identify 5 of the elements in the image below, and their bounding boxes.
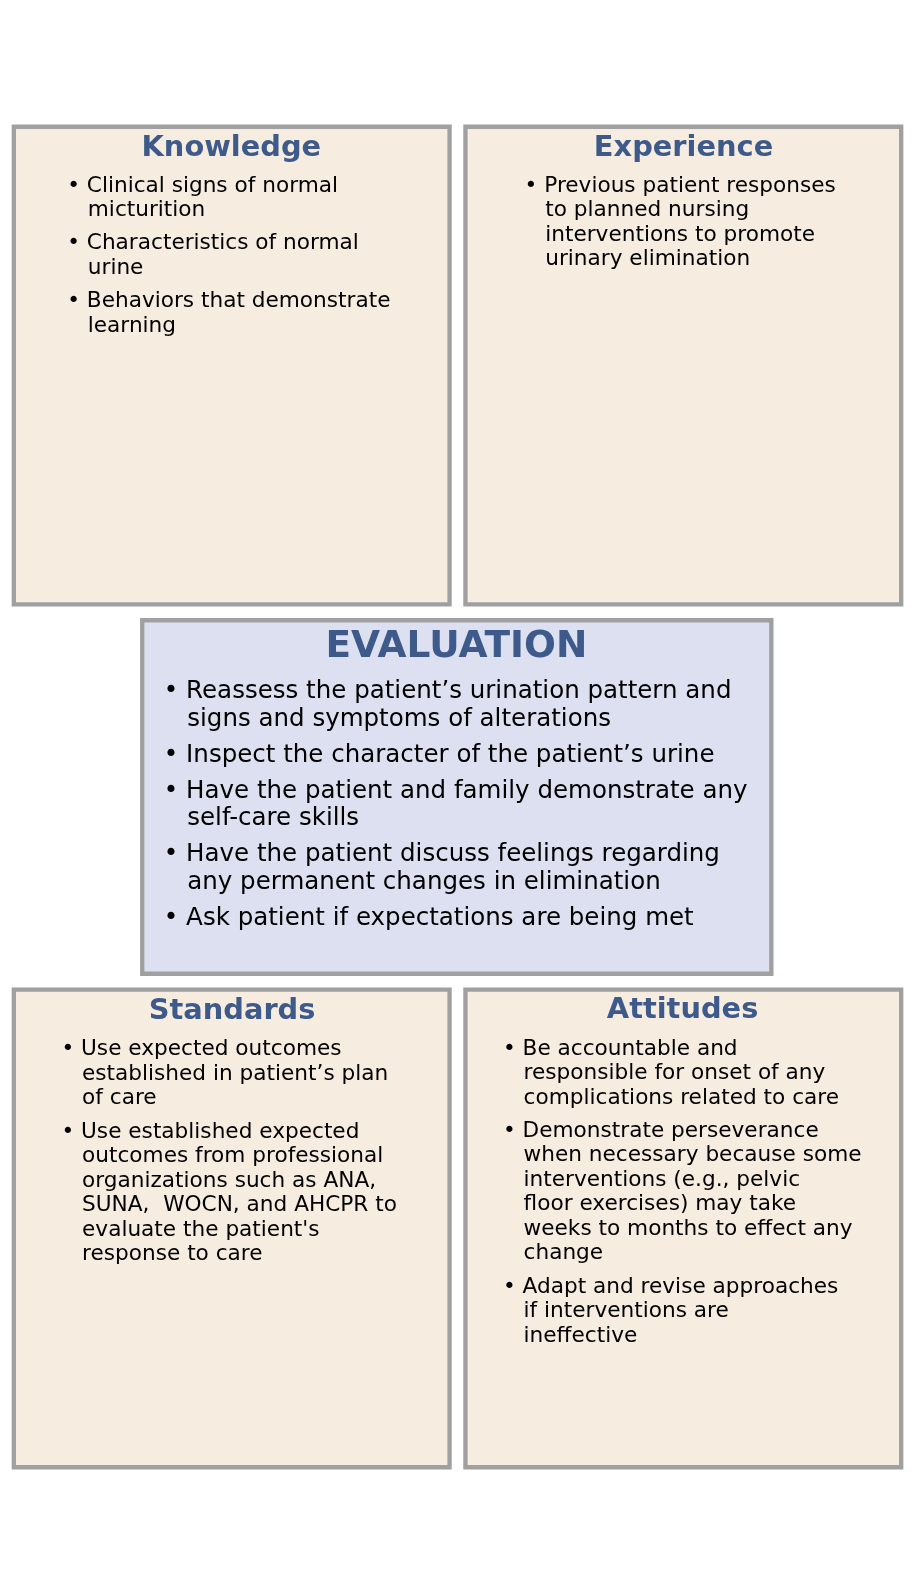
node-box: Knowledge • Clinical signs of normal micturition • Characteristics of normal urine • Behaviors that demonstrate learning	[11, 124, 452, 607]
node-box: Standards • Use expected outcomes established in patient’s plan of care • Use established expected outcomes from professional organizations such as ANA, SUNA, WOCN, and AHCPR to evaluate the patient's response to care	[11, 986, 452, 1469]
node-box: Experience • Previous patient responses to planned nursing interventions to promote urinary elimination	[463, 124, 904, 607]
node-box: Attitudes • Be accountable and responsible for onset of any complications related to care • Demonstrate perseverance when necessary because some interventions (e.g., pelvic floor exercises) may take weeks to months to effect any change • Adapt and revise approaches if interventions are ineffective	[463, 986, 904, 1469]
node-box: EVALUATION • Reassess the patient’s urination pattern and signs and symptoms of alterations • Inspect the character of the patient’s urine • Have the patient and family demonstrate any self-care skills • Have the patient discuss feelings regarding any permanent changes in elimination • Ask patient if expectations are being met	[140, 617, 774, 976]
